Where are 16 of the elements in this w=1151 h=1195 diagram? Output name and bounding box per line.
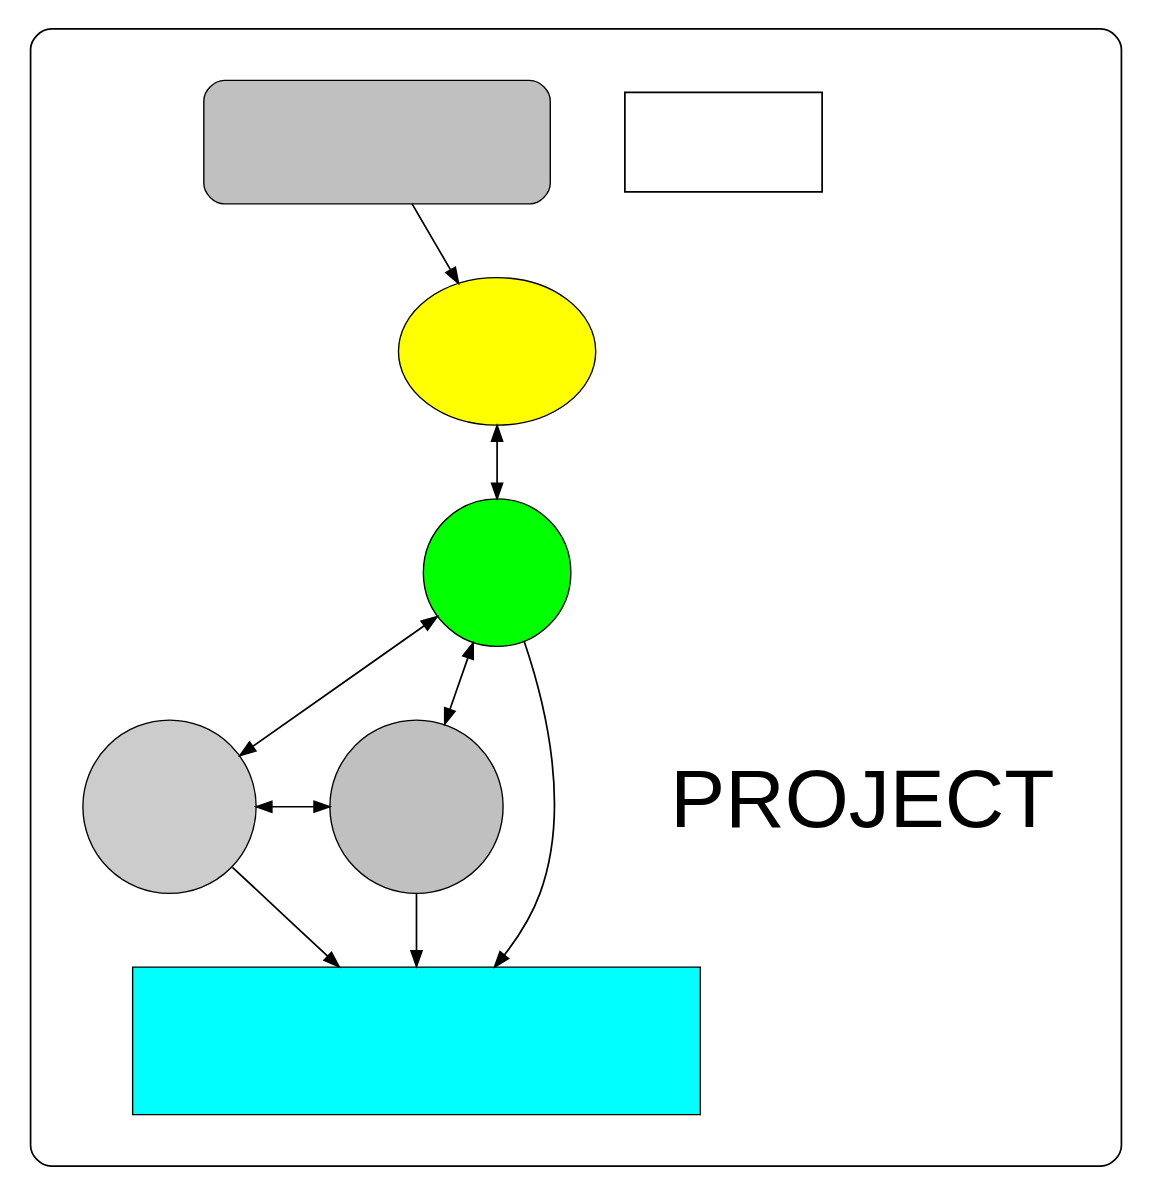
label: PROJECT bbox=[669, 752, 1055, 845]
arrow bbox=[231, 866, 341, 969]
node-box bbox=[623, 91, 823, 193]
arrow bbox=[237, 615, 439, 757]
cluster bbox=[29, 28, 1122, 1167]
node-circle bbox=[422, 498, 572, 648]
node-ellipse bbox=[397, 276, 596, 426]
arrow bbox=[253, 800, 332, 814]
arrow bbox=[443, 640, 474, 727]
arrow bbox=[410, 203, 460, 286]
node-circle bbox=[328, 719, 504, 895]
arrow bbox=[490, 423, 504, 502]
arrow bbox=[492, 640, 555, 970]
node-box bbox=[202, 79, 551, 205]
arrow bbox=[409, 892, 423, 969]
node-box bbox=[131, 966, 701, 1116]
